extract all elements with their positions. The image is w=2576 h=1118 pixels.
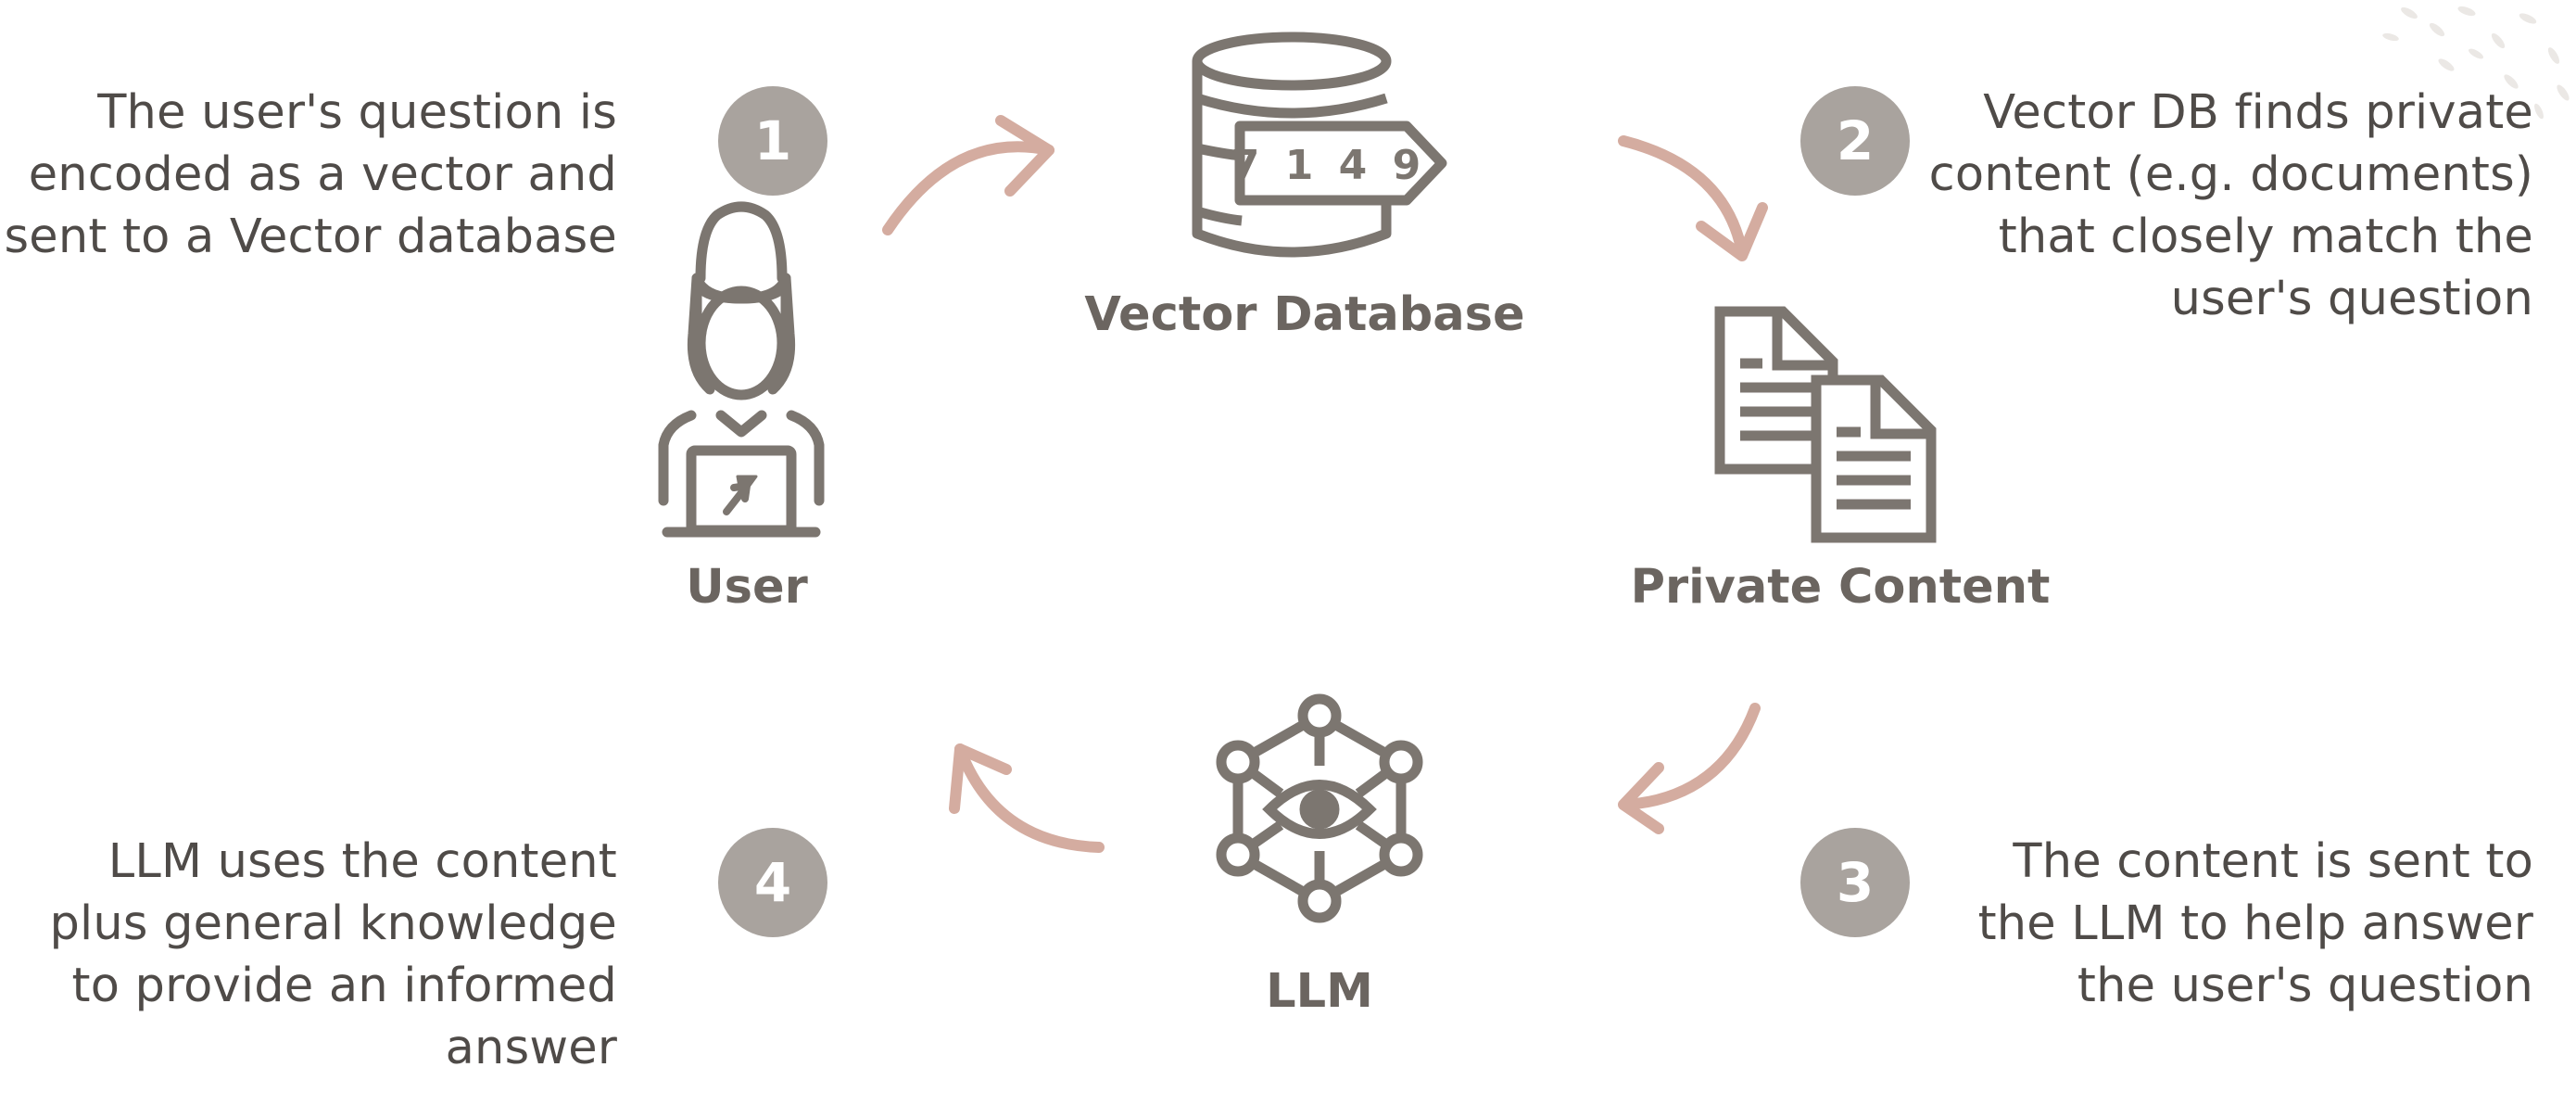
- step-3-line: The content is sent to: [2013, 834, 2533, 889]
- node-label-user: User: [686, 560, 808, 615]
- step-2-line: that closely match the: [1998, 210, 2533, 264]
- step-1-line: encoded as a vector and: [28, 147, 617, 202]
- node-label-private-content: Private Content: [1630, 560, 2051, 615]
- node-label-llm: LLM: [1266, 964, 1373, 1019]
- step-badge-4: 4: [718, 828, 827, 937]
- neural-network-eye-icon: [1216, 693, 1423, 923]
- user-laptop-icon: [658, 201, 825, 538]
- step-2-line: user's question: [2170, 272, 2533, 326]
- step-4-description: LLM uses the content plus general knowle…: [49, 831, 617, 1079]
- step-3-line: the user's question: [2077, 959, 2533, 1013]
- step-2-description: Vector DB finds private content (e.g. do…: [1929, 82, 2533, 330]
- step-4-line: LLM uses the content: [107, 834, 617, 889]
- arrow-user-to-database: [882, 115, 1054, 235]
- step-4-line: plus general knowledge: [49, 896, 617, 951]
- arrow-llm-to-user: [949, 743, 1105, 853]
- step-badge-2: 2: [1800, 86, 1910, 196]
- step-1-line: sent to a Vector database: [4, 210, 617, 264]
- arrow-content-to-llm: [1618, 703, 1761, 834]
- step-2-line: content (e.g. documents): [1928, 147, 2533, 202]
- step-1-description: The user's question is encoded as a vect…: [4, 82, 617, 268]
- step-1-line: The user's question is: [97, 85, 617, 140]
- step-3-description: The content is sent to the LLM to help a…: [1978, 831, 2533, 1017]
- step-4-line: answer: [445, 1021, 617, 1075]
- step-badge-1: 1: [718, 86, 827, 196]
- database-icon: [1192, 32, 1447, 258]
- documents-icon: [1714, 306, 1937, 543]
- node-label-vector-database: Vector Database: [1084, 287, 1525, 342]
- database-tag-text: 7 1 4 9: [1231, 142, 1426, 189]
- step-2-line: Vector DB finds private: [1983, 85, 2533, 140]
- step-4-line: to provide an informed: [71, 959, 617, 1013]
- arrow-database-to-content: [1618, 135, 1768, 261]
- step-badge-3: 3: [1800, 828, 1910, 937]
- step-3-line: the LLM to help answer: [1977, 896, 2533, 951]
